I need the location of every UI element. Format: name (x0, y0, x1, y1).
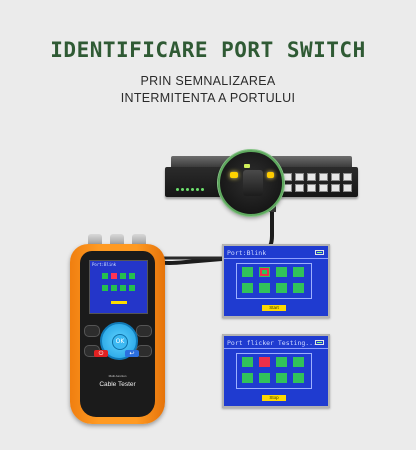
tester-brand: Multi-function (108, 374, 127, 378)
switch-status-leds (175, 177, 215, 191)
screen-divider (224, 258, 328, 259)
battery-icon (315, 250, 324, 255)
tester-label: Cable Tester (99, 381, 136, 388)
tester-screen-bar (111, 301, 127, 304)
port-frame (236, 263, 312, 299)
port-cell (242, 357, 253, 367)
screen-header: Port flicker Testing... (227, 339, 318, 347)
switch-port (283, 173, 292, 181)
port-led-yellow-left (230, 172, 238, 178)
function-button[interactable] (136, 325, 152, 337)
led (186, 188, 189, 191)
led (201, 188, 204, 191)
port-cell-blink (259, 267, 270, 277)
switch-port (343, 173, 352, 181)
tester-screen-header: Port:Blink (92, 262, 117, 267)
tester-screen-port-grid (102, 273, 136, 293)
switch-ports (283, 173, 353, 193)
switch-port (295, 173, 304, 181)
screen-header: Port:Blink (227, 249, 267, 257)
port-cell (293, 282, 304, 293)
port-cell (102, 273, 108, 279)
port-cell (259, 372, 270, 383)
port-grid (242, 357, 306, 383)
screen-divider (224, 348, 328, 349)
stop-button[interactable]: Stop (262, 395, 286, 401)
switch-port (319, 184, 328, 192)
page-title: IDENTIFICARE PORT SWITCH (50, 38, 366, 62)
port-cell (293, 372, 304, 383)
port-cell (293, 267, 304, 277)
port-cell (242, 372, 253, 383)
dpad-icon[interactable]: OK (100, 322, 138, 360)
switch-port (283, 184, 292, 192)
led (181, 188, 184, 191)
port-cell (102, 284, 108, 291)
port-cell (242, 267, 253, 277)
port-frame (236, 353, 312, 389)
port-cell (111, 284, 117, 291)
port-cell-blink (259, 357, 270, 367)
switch-port (331, 184, 340, 192)
port-cell (293, 357, 304, 367)
port-led-green (244, 164, 250, 168)
switch-port (307, 184, 316, 192)
switch-port (331, 173, 340, 181)
led (191, 188, 194, 191)
port-zoom-magnifier (218, 150, 284, 216)
port-cell (276, 282, 287, 293)
port-cell (242, 282, 253, 293)
led (176, 188, 179, 191)
port-cell (120, 284, 126, 291)
switch-port (307, 173, 316, 181)
led (196, 188, 199, 191)
flicker-testing-screen: Port flicker Testing... Stop (222, 334, 330, 408)
rj45-plug (243, 170, 263, 196)
blink-screen: Port:Blink Start (222, 244, 330, 318)
cable-tester-device: Port:Blink OK ⏻ ↩ Multi-function Cable T… (70, 234, 165, 424)
tester-screen: Port:Blink (89, 260, 148, 314)
subtitle-line-1: PRIN SEMNALIZAREA (140, 74, 276, 88)
port-cell-blink (111, 273, 117, 279)
switch-port (319, 173, 328, 181)
subtitle-line-2: INTERMITENTA A PORTULUI (120, 91, 296, 105)
port-cell (276, 372, 287, 383)
back-icon[interactable]: ↩ (125, 350, 139, 357)
start-button[interactable]: Start (262, 305, 286, 311)
port-cell (129, 273, 135, 279)
switch-port (343, 184, 352, 192)
power-icon[interactable]: ⏻ (94, 350, 108, 357)
function-button[interactable] (84, 325, 100, 337)
port-cell (259, 282, 270, 293)
port-cell (276, 357, 287, 367)
port-led-yellow-right (267, 172, 274, 178)
port-cell (120, 273, 126, 279)
switch-port (295, 184, 304, 192)
port-cell (276, 267, 287, 277)
battery-icon (315, 340, 324, 345)
port-grid (242, 267, 306, 293)
port-cell (129, 284, 135, 291)
ok-button[interactable]: OK (112, 334, 128, 350)
